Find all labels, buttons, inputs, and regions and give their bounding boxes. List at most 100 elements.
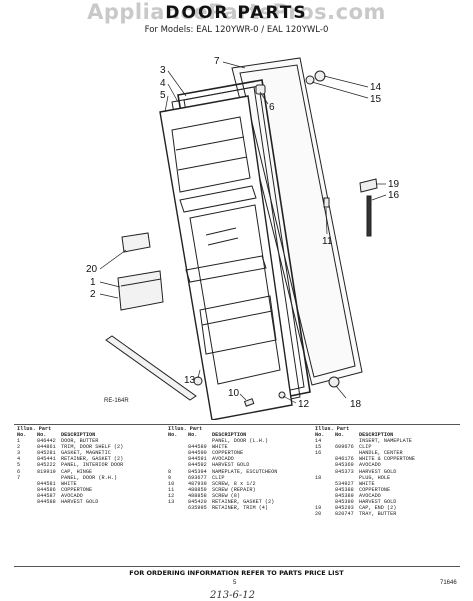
part-description: AVOCADO	[212, 456, 234, 463]
part-description: HARVEST GOLD	[359, 499, 397, 506]
part-no: 844861	[37, 444, 56, 451]
callout-5: 5	[160, 90, 166, 101]
illus-no: 14	[315, 438, 322, 445]
callout-3: 3	[160, 65, 166, 76]
part-no: 846176	[335, 456, 354, 463]
part-description: CAP, HINGE	[61, 468, 93, 475]
part-no: 845441	[37, 456, 56, 463]
upper-compartment	[171, 116, 251, 193]
part-description: SCREW, 8 x 1/2	[212, 480, 256, 487]
part-no: 844581	[37, 480, 56, 487]
callout-16: 16	[388, 190, 400, 201]
illus-no: 19	[315, 505, 322, 512]
illus-no: 4	[17, 456, 21, 463]
exploded-door-diagram: 3 4 5 6 7 14 15 19 16 11 20 1 2 13 10 12…	[86, 56, 400, 420]
table-row: 844581 WHITE	[17, 481, 123, 487]
part-description: WHITE	[359, 480, 375, 487]
ordering-footer: FOR ORDERING INFORMATION REFER TO PARTS …	[129, 569, 344, 577]
illus-no: 1	[17, 438, 21, 445]
part-no: 635995	[188, 505, 207, 512]
illus-no	[17, 499, 37, 505]
part-description: CLIP	[359, 444, 372, 451]
part-description: CLIP	[212, 474, 225, 481]
lower-bin	[199, 295, 277, 355]
part-description: HARVEST GOLD	[61, 499, 99, 506]
part-no: 844590	[188, 450, 207, 457]
header-no: No.	[315, 432, 325, 438]
butter-tray	[121, 232, 151, 253]
part-description: HANDLE, CENTER	[359, 450, 403, 457]
illus-no: 15	[315, 444, 322, 451]
part-description: PLUG, HOLE	[359, 474, 391, 481]
table-row: 844590 COPPERTONE	[168, 450, 277, 456]
lower-screw	[278, 391, 286, 399]
callout-4: 4	[160, 78, 166, 89]
table-row: 14 INSERT, NAMEPLATE	[315, 438, 415, 444]
header-part-no: No.	[37, 432, 47, 438]
callout-6: 6	[269, 102, 275, 113]
handwritten-note: 213-6-12	[210, 590, 255, 601]
part-description: AVOCADO	[359, 492, 381, 499]
illus-no: 3	[17, 450, 21, 457]
callout-18: 18	[350, 399, 362, 410]
header-part-no: No.	[188, 432, 198, 438]
part-no: 845394	[188, 468, 207, 475]
illus-no: 8	[168, 468, 172, 475]
illus-no: 7	[17, 474, 21, 481]
part-description: AVOCADO	[359, 462, 381, 469]
table-row: 534927 WHITE	[315, 481, 415, 487]
header-no: No.	[17, 432, 27, 438]
part-no: 844591	[188, 456, 207, 463]
part-no: 820747	[335, 511, 354, 518]
part-description: PANEL, DOOR (L.H.)	[212, 438, 269, 445]
part-no: 845390	[335, 499, 354, 506]
repair-screw	[323, 197, 330, 208]
illus-no: 13	[168, 499, 175, 506]
callout-19: 19	[388, 179, 400, 190]
page-number: 5	[233, 580, 237, 586]
parts-header-line1: Illus. Part	[315, 426, 350, 432]
illus-no: 10	[168, 480, 175, 487]
part-no: 844586	[37, 486, 56, 493]
parts-header-line1: Illus. Part	[17, 426, 52, 432]
part-description: RETAINER, TRIM (4)	[212, 505, 269, 512]
part-description: RETAINER, GASKET (2)	[212, 499, 275, 506]
part-description: INSERT, NAMEPLATE	[359, 438, 412, 445]
part-no: 819919	[37, 468, 56, 475]
part-description: SCREW (REPAIR)	[212, 486, 256, 493]
table-row: PANEL, DOOR (L.H.)	[168, 438, 277, 444]
callout-2: 2	[90, 289, 96, 300]
part-no: 534927	[335, 480, 354, 487]
part-description: HARVEST GOLD	[359, 468, 397, 475]
part-description: SCREW (8)	[212, 492, 241, 499]
part-description: COPPERTONE	[359, 486, 391, 493]
part-description: COPPERTONE	[212, 450, 244, 457]
gasket-retainer-lower	[193, 376, 203, 386]
page-title: DOOR PARTS	[165, 3, 308, 23]
header-description: DESCRIPTION	[61, 432, 96, 438]
part-description: WHITE	[61, 480, 77, 487]
part-description: AVOCADO	[61, 492, 83, 499]
part-no: 845293	[335, 505, 354, 512]
callout-13: 13	[184, 375, 196, 386]
lower-trim-strip	[105, 335, 197, 401]
part-description: NAMEPLATE, ESCUTCHEON	[212, 468, 278, 475]
door-panel	[231, 57, 363, 386]
